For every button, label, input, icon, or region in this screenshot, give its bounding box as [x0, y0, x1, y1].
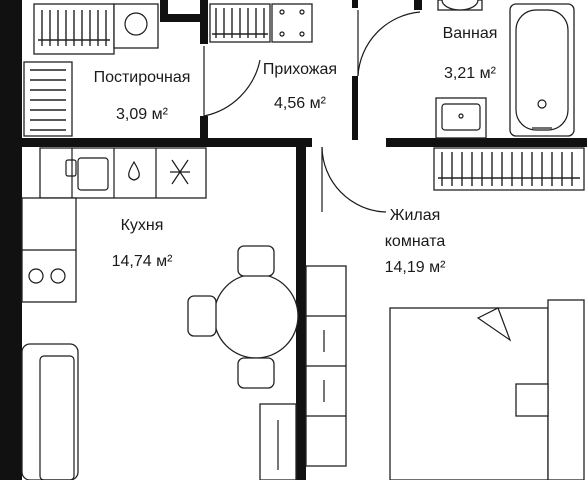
laundry-shelf-hatch	[38, 10, 110, 46]
nightstand	[515, 383, 549, 417]
wall-mid-horizontal-left	[22, 138, 312, 147]
wall-laundry-hall-low	[200, 116, 208, 144]
outer-wall-left	[0, 0, 22, 480]
laundry-shelf-left	[23, 61, 73, 137]
living-room-area: 14,19 м²	[385, 259, 446, 276]
bathroom: Ванная 3,21 м²	[435, 0, 575, 139]
laundry-door-swing	[203, 59, 261, 117]
dining-chair-bottom	[237, 357, 275, 389]
bed-headboard	[547, 299, 585, 480]
wall-top-stub-3	[414, 0, 422, 10]
bathroom-sink	[435, 97, 487, 139]
water-drop-icon	[128, 160, 140, 181]
bathtub-drain-icon	[537, 99, 547, 109]
kitchen-area: 14,74 м²	[112, 253, 173, 270]
bathtub	[509, 3, 575, 137]
wall-laundry-hall	[200, 0, 208, 44]
living-room-name-line1: Жилая	[390, 207, 441, 224]
hallway-area: 4,56 м²	[274, 95, 327, 112]
bathroom-name: Ванная	[443, 25, 498, 42]
living-room: Жилая комната 14,19 м²	[305, 146, 585, 480]
hallway-name: Прихожая	[263, 61, 337, 78]
dining-chair-top	[237, 245, 275, 277]
washing-machine	[113, 3, 159, 49]
hallway: Прихожая 4,56 м²	[209, 3, 421, 112]
dining-chair-left	[187, 295, 217, 337]
bathroom-area: 3,21 м²	[444, 65, 497, 82]
laundry-room-area: 3,09 м²	[116, 106, 169, 123]
laundry-room-name: Постирочная	[94, 69, 191, 86]
living-room-name-line2: комната	[385, 233, 446, 250]
kitchen-sofa	[21, 343, 79, 480]
wall-mid-horizontal-right	[386, 138, 587, 147]
bathroom-door-swing	[357, 11, 421, 77]
living-wardrobe-hatch	[438, 152, 580, 186]
washing-machine-drum-icon	[124, 12, 148, 36]
dining-table	[213, 273, 299, 359]
bed-blanket-fold	[476, 307, 512, 342]
kitchen: Кухня 14,74 м²	[21, 147, 299, 480]
bathtub-inner	[515, 9, 569, 131]
toilet-bowl	[441, 0, 479, 11]
kitchen-name: Кухня	[121, 217, 164, 234]
wall-hall-bath-low	[352, 76, 358, 140]
laundry-room: Постирочная 3,09 м²	[23, 3, 261, 137]
wall-hall-bath	[352, 0, 358, 8]
living-door-swing	[321, 146, 387, 213]
living-wardrobe	[433, 147, 585, 191]
wall-top-stub-2	[168, 14, 204, 22]
kitchen-sink	[77, 157, 109, 191]
hallway-cabinet	[271, 3, 313, 43]
wall-top-stub-1	[160, 0, 168, 22]
laundry-shelf-left-hatch	[30, 69, 66, 131]
hallway-wardrobe-hatch	[212, 8, 268, 38]
kitchen-counter-top	[39, 147, 207, 199]
wall-kitchen-living	[296, 138, 306, 480]
snowflake-icon	[170, 159, 190, 185]
stove-burners	[28, 268, 66, 284]
